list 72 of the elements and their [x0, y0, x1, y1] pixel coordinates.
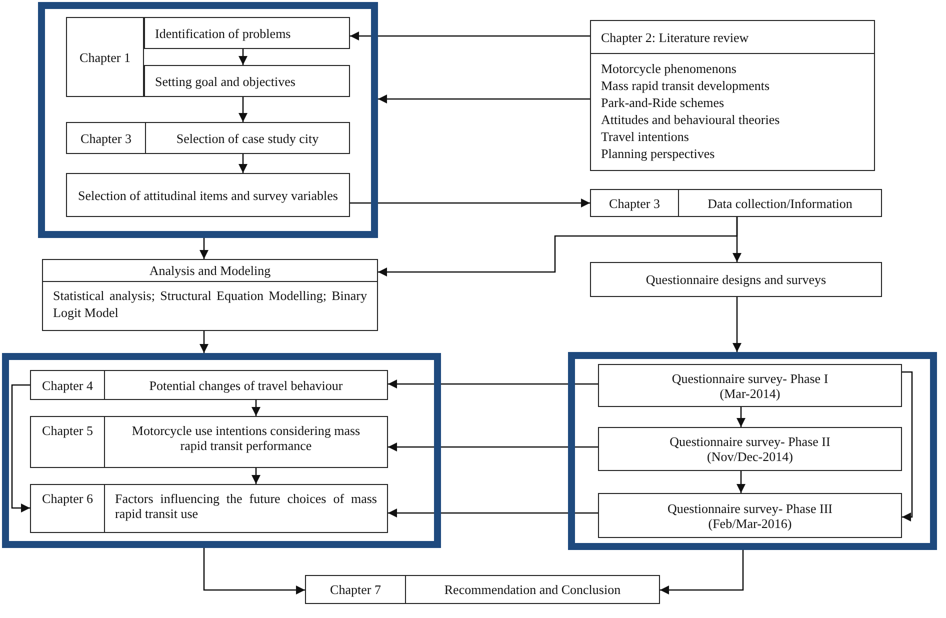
list-item: Mass rapid transit developments — [601, 77, 771, 94]
list-item: Motorcycle phenomenons — [601, 60, 738, 77]
list-item: Attitudes and behavioural theories — [601, 111, 781, 128]
arrow — [378, 94, 590, 104]
chapter-label: Chapter 3 — [67, 123, 146, 153]
chapter-label: Chapter 1 — [78, 50, 132, 64]
process-box — [66, 17, 144, 97]
box-label: Selection of attitudinal items and survey variables — [77, 188, 339, 202]
box-label: Identification of problems — [154, 26, 292, 40]
arrow — [378, 217, 738, 276]
date-label: (Feb/Mar-2016) — [708, 516, 792, 530]
list-item: Park-and-Ride schemes — [601, 94, 726, 111]
arrow — [388, 380, 598, 388]
date-label: (Nov/Dec-2014) — [707, 449, 793, 464]
process-box — [598, 364, 902, 407]
box-heading: Analysis and Modeling — [43, 260, 377, 282]
box-label: Factors influencing the future choices of mass rapid transit use — [114, 490, 378, 523]
process-box — [590, 189, 882, 217]
process-box — [598, 493, 902, 538]
box-body-text: Statistical analysis; Structural Equation Modelling; Binary Logit Model — [53, 287, 367, 321]
arrow — [238, 154, 248, 173]
arrow — [200, 238, 208, 259]
process-box — [66, 122, 350, 154]
process-box — [598, 427, 902, 471]
box-label: Recommendation and Conclusion — [443, 581, 622, 599]
arrow — [350, 32, 590, 40]
chapter-group-frame — [38, 2, 378, 238]
box-label: Motorcycle use intentions considering mass rapid transit performance — [130, 422, 362, 455]
process-box — [144, 65, 350, 97]
literature-review-box — [590, 20, 875, 171]
arrow — [902, 371, 913, 522]
arrow — [203, 548, 305, 594]
process-box — [30, 370, 388, 400]
box-label: Setting goal and objectives — [154, 74, 296, 88]
process-box — [66, 173, 350, 217]
box-label: Questionnaire designs and surveys — [644, 272, 828, 287]
arrow — [350, 198, 590, 208]
arrow — [238, 49, 248, 65]
date-label: (Mar-2014) — [720, 386, 780, 400]
arrow — [388, 442, 598, 452]
box-label: Questionnaire survey- Phase II — [670, 434, 830, 449]
box-label: Questionnaire survey- Phase I — [672, 370, 828, 386]
arrow — [252, 400, 260, 416]
arrow — [200, 331, 208, 353]
arrow — [388, 508, 598, 518]
box-label: Potential changes of travel behaviour — [148, 376, 344, 395]
process-box — [590, 262, 882, 297]
process-box — [30, 484, 388, 533]
arrow — [238, 97, 248, 122]
arrow — [732, 297, 742, 352]
box-heading: Chapter 2: Literature review — [591, 21, 874, 54]
process-box — [42, 259, 378, 331]
list-item: Planning perspectives — [601, 145, 716, 162]
chapter-label: Chapter 4 — [31, 371, 105, 399]
arrow — [736, 407, 746, 427]
box-label: Data collection/Information — [706, 194, 854, 212]
chapter-group-frame — [568, 352, 937, 550]
box-label: Questionnaire survey- Phase III — [668, 500, 832, 516]
arrow — [660, 550, 744, 594]
process-box — [144, 17, 350, 49]
chapter-label: Chapter 7 — [306, 576, 406, 603]
list-item: Travel intentions — [601, 128, 690, 145]
chapter-label: Chapter 5 — [31, 417, 105, 467]
chapter-group-frame — [2, 353, 441, 548]
box-label: Selection of case study city — [175, 130, 320, 148]
process-box — [30, 416, 388, 468]
chapter-label: Chapter 3 — [591, 190, 679, 216]
chapter-label: Chapter 6 — [31, 485, 105, 532]
arrow — [736, 471, 746, 493]
arrow — [252, 468, 260, 484]
process-box — [305, 575, 660, 604]
arrow — [11, 384, 30, 512]
